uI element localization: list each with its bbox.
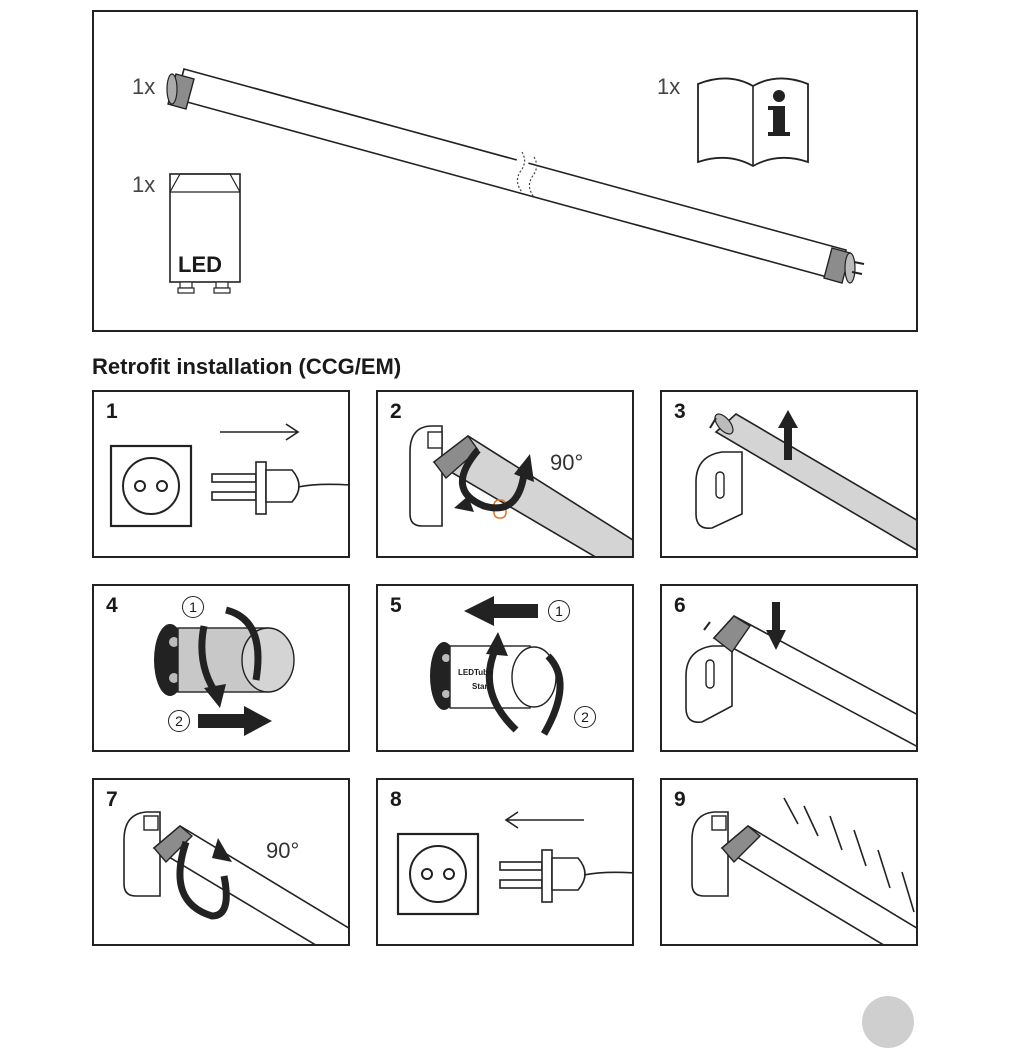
led-tube-icon xyxy=(720,825,916,944)
rotation-angle: 90° xyxy=(266,838,300,863)
substep-marker: 1 xyxy=(548,600,570,622)
step-4-drawing xyxy=(154,606,295,736)
arrow-icon xyxy=(220,423,300,441)
socket-icon xyxy=(109,444,193,528)
lamp-holder-icon xyxy=(691,811,729,897)
arrow-icon xyxy=(504,811,584,829)
step-number: 5 xyxy=(390,594,402,617)
light-rays-icon xyxy=(783,797,915,913)
step-9-drawing xyxy=(691,797,916,944)
socket-icon xyxy=(396,832,480,916)
step-6-panel: 6 xyxy=(660,584,918,752)
step-3-drawing xyxy=(695,410,916,551)
rotate-arrow-icon xyxy=(176,838,232,920)
step-7-panel: 7 90° xyxy=(92,778,350,946)
arrow-icon xyxy=(778,410,798,460)
step-number: 2 xyxy=(390,400,402,423)
manual-quantity: 1x xyxy=(657,74,681,99)
led-tube-icon xyxy=(703,614,916,747)
step-number: 7 xyxy=(106,788,118,811)
lamp-holder-icon xyxy=(695,451,743,530)
led-tube-icon xyxy=(432,435,632,556)
plug-icon xyxy=(211,461,348,515)
step-1-panel: 1 xyxy=(92,390,350,558)
substep-marker: 2 xyxy=(168,710,190,732)
step-6-drawing xyxy=(685,602,916,747)
step-1-drawing xyxy=(109,423,348,528)
arrow-icon xyxy=(766,602,786,650)
step-2-drawing xyxy=(409,425,632,556)
lamp-holder-icon xyxy=(409,425,443,527)
step-number: 9 xyxy=(674,788,686,811)
rotate-arrow-icon xyxy=(485,632,564,736)
section-heading: Retrofit installation (CCG/EM) xyxy=(92,354,402,379)
arrow-icon xyxy=(198,706,272,736)
led-tube-icon xyxy=(166,68,865,284)
arrow-icon xyxy=(464,596,538,626)
lamp-holder-icon xyxy=(123,811,161,897)
step-7-drawing xyxy=(123,811,348,944)
substep-marker: 1 xyxy=(182,596,204,618)
step-number: 1 xyxy=(106,400,118,423)
rotation-angle: 90° xyxy=(550,450,584,475)
step-9-panel: 9 xyxy=(660,778,918,946)
rotate-arrow-icon xyxy=(454,447,534,512)
step-5-drawing xyxy=(430,596,564,736)
tube-quantity: 1x xyxy=(132,74,156,99)
starter-text: Start xyxy=(472,682,491,691)
step-number: 4 xyxy=(106,594,118,617)
led-starter-icon xyxy=(430,642,557,710)
rotate-arrow-icon xyxy=(198,606,262,708)
info-manual-icon xyxy=(697,77,809,168)
led-starter-icon xyxy=(169,173,241,294)
starter-label: LED xyxy=(178,252,222,277)
step-number: 8 xyxy=(390,788,402,811)
step-number: 3 xyxy=(674,400,686,423)
contents-drawing xyxy=(166,68,865,294)
step-3-panel: 3 xyxy=(660,390,918,558)
led-tube-icon xyxy=(152,825,348,944)
plug-icon xyxy=(499,849,632,903)
led-tube-icon xyxy=(709,413,916,551)
step-number: 6 xyxy=(674,594,686,617)
starter-text: LEDTube xyxy=(458,668,493,677)
step-8-panel: 8 xyxy=(376,778,634,946)
substep-marker: 2 xyxy=(574,706,596,728)
step-8-drawing xyxy=(396,811,632,916)
step-4-panel: 4 1 2 xyxy=(92,584,350,752)
page-indicator xyxy=(862,996,914,1048)
step-2-panel: 2 90° xyxy=(376,390,634,558)
contents-panel: 1x 1x 1x LED xyxy=(92,10,918,332)
step-5-panel: 5 1 2 LEDTube Start xyxy=(376,584,634,752)
starter-quantity: 1x xyxy=(132,172,156,197)
lamp-holder-icon xyxy=(685,645,733,724)
